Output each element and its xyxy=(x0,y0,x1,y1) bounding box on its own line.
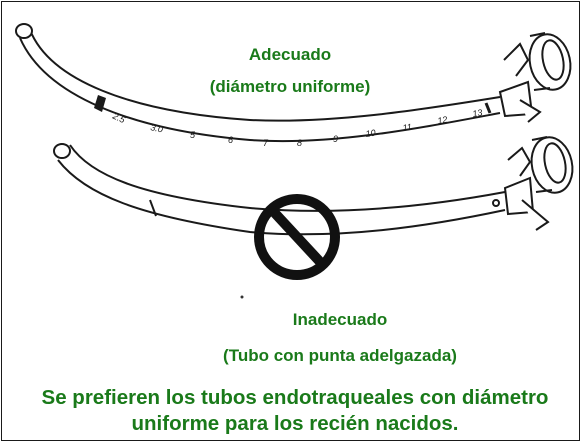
tube-mark: 6 xyxy=(228,135,233,145)
uniform-tube-title: Adecuado xyxy=(248,45,332,64)
tapered-tube xyxy=(53,136,574,236)
tapered-tube-connector-side xyxy=(531,136,553,193)
tapered-tube-top-edge xyxy=(69,144,506,212)
uniform-tube-marks: 2.5 3.0 5 6 7 8 9 10 11 12 13 xyxy=(110,102,492,148)
tapered-tube-subtitle: (Tubo con punta adelgazada) xyxy=(223,346,457,365)
uniform-tube-bottom-edge xyxy=(19,37,501,143)
prohibited-icon xyxy=(254,194,340,280)
tapered-tube-tip xyxy=(53,143,71,159)
tube-mark: 7 xyxy=(263,138,269,148)
uniform-tube-connector-side xyxy=(529,32,551,91)
tube-mark: 10 xyxy=(365,128,376,139)
tube-mark: 8 xyxy=(297,138,302,148)
uniform-tube-connector-wing-top xyxy=(503,42,530,77)
tube-mark: 11 xyxy=(402,122,413,133)
tube-mark: 3.0 xyxy=(150,122,164,134)
tapered-tube-connector-wing-bottom xyxy=(521,199,550,231)
tapered-tube-connector-wing-top xyxy=(507,146,532,177)
tapered-tube-shoulder xyxy=(149,199,157,217)
uniform-tube xyxy=(15,23,572,143)
uniform-tube-connector-wing-bottom xyxy=(519,99,542,123)
tapered-tube-connector-opening xyxy=(543,142,567,184)
tube-mark: 12 xyxy=(437,114,449,126)
caption-text: Se prefieren los tubos endotraqueales co… xyxy=(41,386,549,435)
tube-mark: 5 xyxy=(190,130,196,140)
dust-speck xyxy=(240,295,244,299)
tube-mark: 13 xyxy=(472,107,484,119)
tube-mark-line xyxy=(484,102,492,114)
tube-mark: 9 xyxy=(333,134,338,144)
uniform-tube-subtitle: (diámetro uniforme) xyxy=(209,77,371,96)
uniform-tube-tip xyxy=(15,23,33,39)
uniform-tube-connector-opening xyxy=(541,39,565,81)
uniform-tube-top-edge xyxy=(29,29,501,122)
tapered-tube-ring xyxy=(492,199,500,207)
tapered-tube-title: Inadecuado xyxy=(292,310,388,329)
uniform-tube-black-band xyxy=(94,95,106,112)
tapered-tube-bottom-edge xyxy=(57,159,506,236)
